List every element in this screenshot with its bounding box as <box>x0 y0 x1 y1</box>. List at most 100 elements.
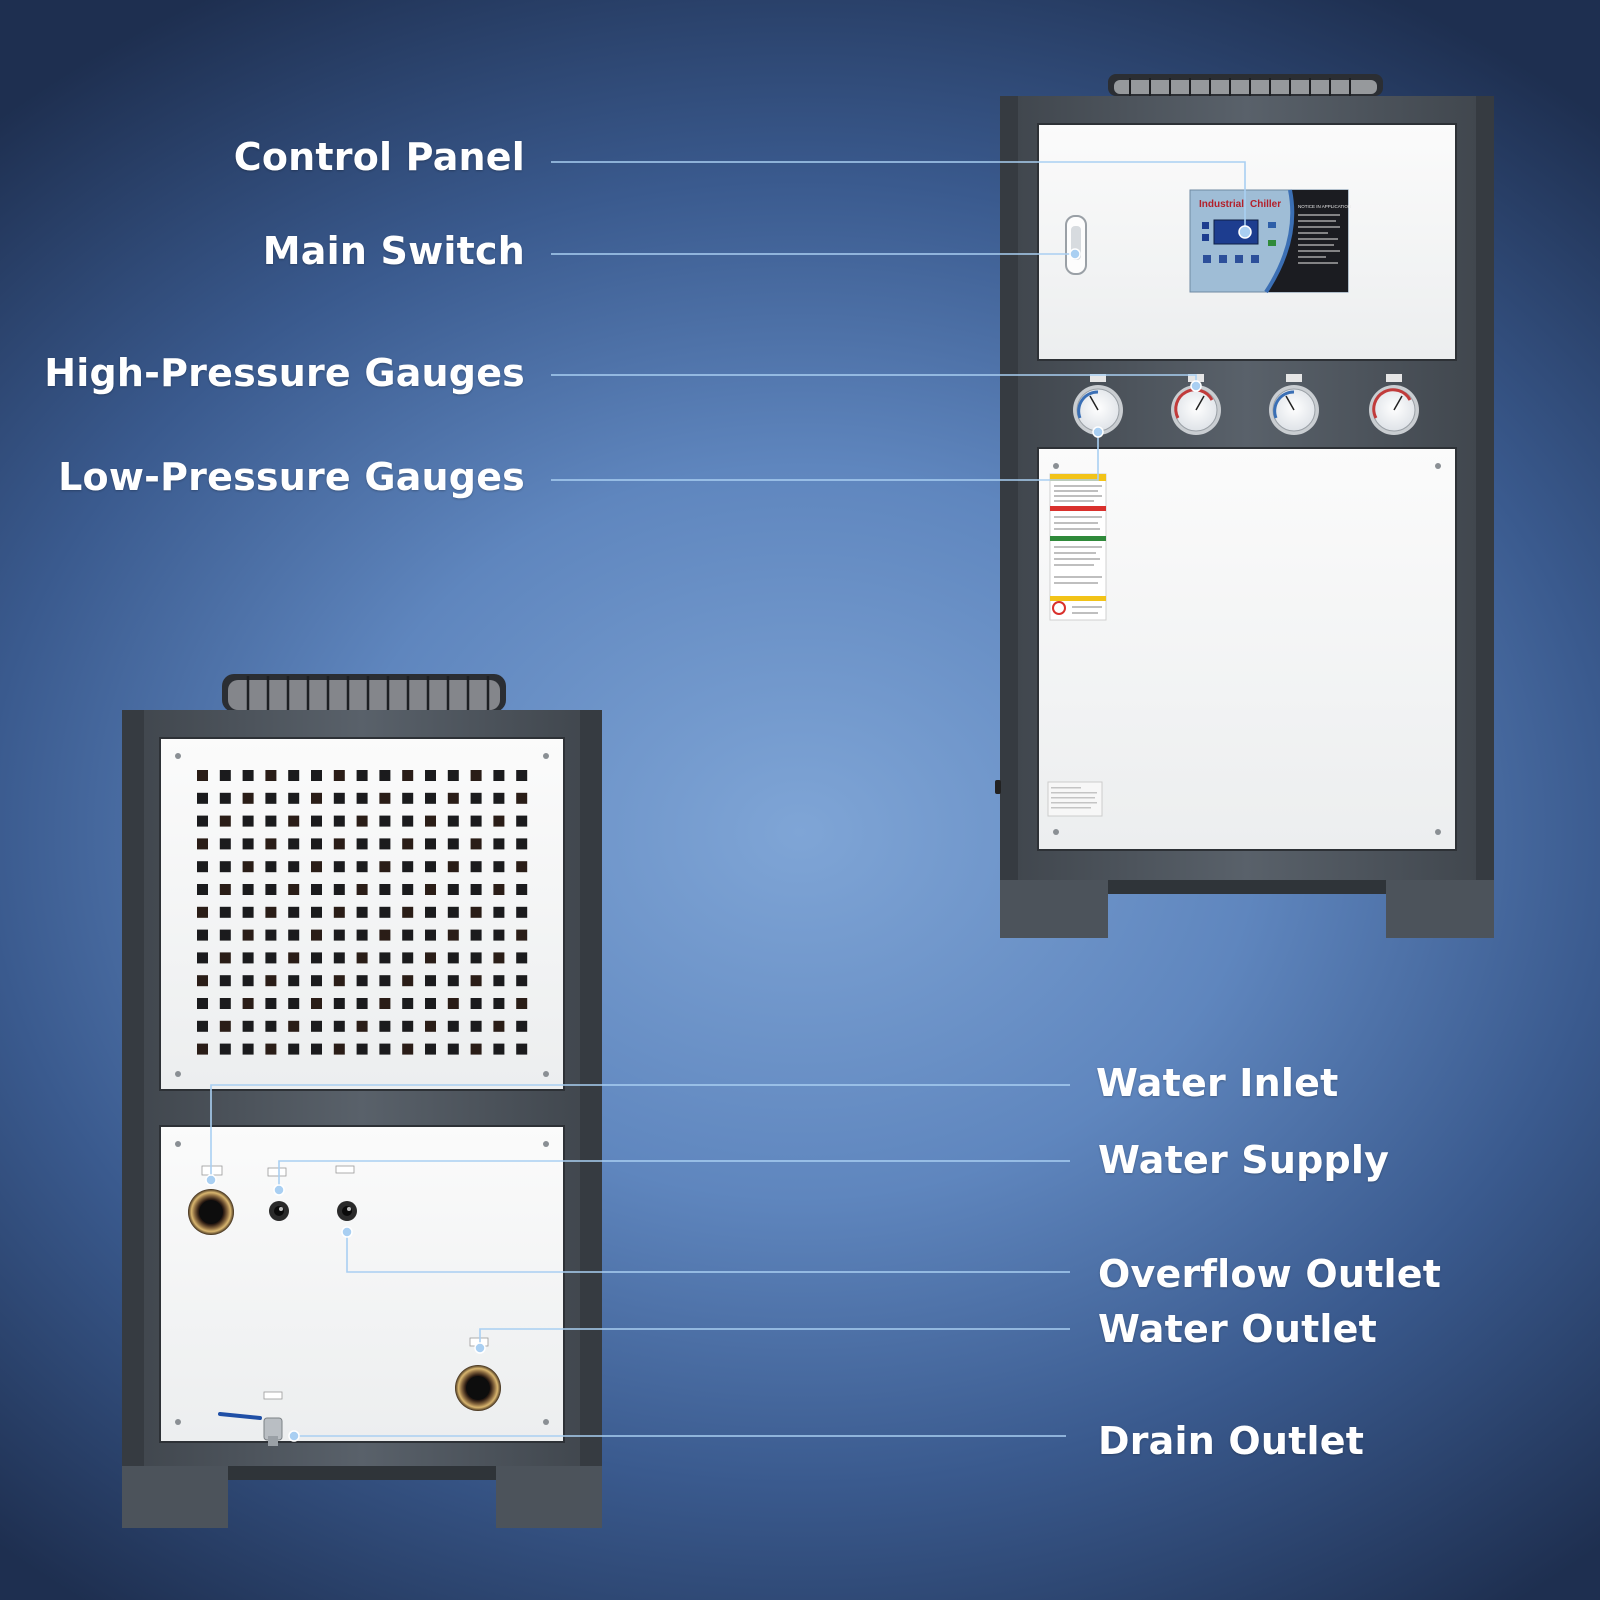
vent-hole <box>333 815 345 827</box>
control-panel[interactable]: Industrial Chiller NOTICE IN APPLICATION <box>1189 189 1351 294</box>
vent-hole <box>493 906 505 918</box>
vent-hole <box>265 838 277 850</box>
vent-hole <box>333 1020 345 1032</box>
vent-hole <box>242 975 254 987</box>
overflow-outlet-port <box>337 1201 357 1221</box>
vent-hole <box>356 838 368 850</box>
vent-hole <box>425 906 436 918</box>
vent-hole <box>288 861 300 873</box>
label-water-outlet: Water Outlet <box>1098 1307 1377 1351</box>
vent-hole <box>333 838 345 850</box>
vent-hole <box>402 1043 414 1055</box>
label-water-inlet: Water Inlet <box>1096 1061 1339 1105</box>
vent-hole <box>470 1043 482 1055</box>
vent-hole <box>288 770 300 781</box>
vent-hole <box>219 1043 231 1055</box>
control-button-2[interactable] <box>1219 255 1227 263</box>
high-pressure-gauge-1 <box>1073 374 1123 435</box>
drain-valve[interactable] <box>218 1412 283 1446</box>
vent-hole <box>356 975 368 987</box>
vent-hole <box>447 906 459 918</box>
vent-hole <box>219 1020 231 1032</box>
vent-hole <box>197 770 208 781</box>
vent-hole <box>447 815 459 827</box>
vent-hole <box>516 929 528 941</box>
vent-hole <box>516 770 528 781</box>
vent-hole <box>402 975 414 987</box>
vent-hole <box>311 792 322 804</box>
vent-hole <box>197 975 208 987</box>
leader-lines <box>210 161 1246 1437</box>
vent-hole <box>379 1020 391 1032</box>
vent-hole <box>493 1043 505 1055</box>
leader-water-supply <box>278 1160 1070 1190</box>
vent-hole <box>425 815 436 827</box>
vent-hole <box>197 929 208 941</box>
vent-hole <box>470 906 482 918</box>
vent-hole <box>493 838 505 850</box>
vent-hole <box>516 1020 528 1032</box>
vent-hole <box>219 975 231 987</box>
high-pressure-gauge-2 <box>1171 374 1221 435</box>
vent-hole <box>311 861 322 873</box>
vent-hole <box>470 770 482 781</box>
vent-hole <box>219 838 231 850</box>
vent-hole <box>493 998 505 1009</box>
control-button-3[interactable] <box>1235 255 1243 263</box>
control-panel-title-left: Industrial <box>1199 199 1244 210</box>
rear-foot-left <box>122 1466 228 1528</box>
vent-hole <box>470 929 482 941</box>
vent-hole <box>516 906 528 918</box>
vent-hole <box>493 884 505 895</box>
vent-hole <box>219 906 231 918</box>
vent-hole <box>333 884 345 895</box>
vent-hole <box>265 952 277 964</box>
vent-hole <box>447 1020 459 1032</box>
main-switch[interactable] <box>1065 215 1087 275</box>
rear-unit <box>122 674 602 1528</box>
vent-hole <box>516 861 528 873</box>
vent-hole <box>425 770 436 781</box>
vent-hole <box>379 929 391 941</box>
vent-hole <box>242 1043 254 1055</box>
vent-hole <box>425 929 436 941</box>
front-foot-right <box>1386 880 1494 938</box>
vent-hole <box>197 952 208 964</box>
vent-hole <box>516 998 528 1009</box>
vent-hole <box>197 1020 208 1032</box>
vent-hole <box>425 952 436 964</box>
vent-hole <box>402 998 414 1009</box>
vent-hole <box>219 884 231 895</box>
vent-hole <box>447 929 459 941</box>
vent-hole <box>447 952 459 964</box>
vent-hole <box>333 975 345 987</box>
control-button-1[interactable] <box>1203 255 1211 263</box>
vent-hole <box>288 975 300 987</box>
dot-water-inlet <box>205 1174 217 1186</box>
vent-hole <box>493 1020 505 1032</box>
vent-hole <box>197 884 208 895</box>
control-button-4[interactable] <box>1251 255 1259 263</box>
water-inlet-port <box>188 1189 234 1235</box>
vent-hole <box>425 884 436 895</box>
vent-hole <box>219 861 231 873</box>
vent-hole <box>356 861 368 873</box>
vent-hole <box>219 770 231 781</box>
vent-hole <box>402 952 414 964</box>
vent-hole <box>402 815 414 827</box>
vent-hole <box>311 952 322 964</box>
vent-hole <box>447 998 459 1009</box>
vent-hole <box>242 929 254 941</box>
label-main-switch: Main Switch <box>262 229 525 273</box>
dot-overflow-outlet <box>341 1226 353 1238</box>
vent-hole <box>219 792 231 804</box>
vent-hole <box>379 998 391 1009</box>
vent-hole <box>356 952 368 964</box>
vent-hole <box>379 906 391 918</box>
vent-hole <box>265 929 277 941</box>
vent-hole <box>265 792 277 804</box>
vent-hole <box>470 975 482 987</box>
vent-hole <box>288 998 300 1009</box>
vent-hole <box>402 906 414 918</box>
vent-hole <box>402 770 414 781</box>
